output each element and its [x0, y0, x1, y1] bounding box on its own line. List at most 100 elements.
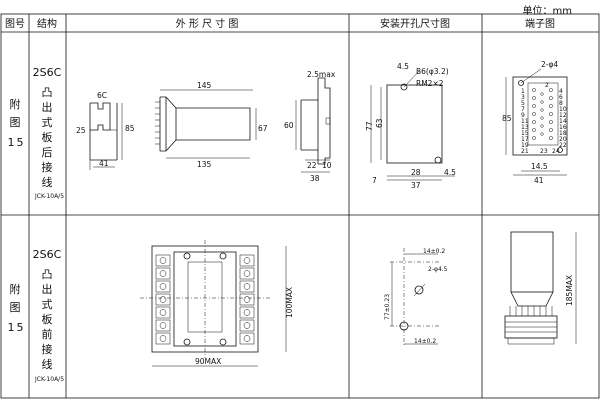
struct-char: 式 [42, 116, 53, 129]
row1-mounting-drawing: 4.5 B6(φ3.2) RM2×2 77 63 7 28 4.5 37 [365, 62, 456, 190]
row2-fig-number: 附 图 1 5 [8, 282, 24, 334]
struct-char: 接 [42, 343, 53, 356]
row2-structure: 2S6C 凸 出 式 板 前 接 线 JCK-10A/5 [33, 248, 65, 383]
struct-char: 接 [42, 161, 53, 174]
dim-10: 10 [322, 161, 332, 170]
dim-2-phi4: 2-φ4 [541, 60, 558, 69]
pin-strip [155, 101, 160, 145]
struct-char: 前 [42, 327, 53, 341]
header-mounting: 安装开孔尺寸图 [380, 17, 450, 30]
dim-41: 41 [99, 159, 109, 168]
struct-char: 线 [42, 357, 53, 371]
struct-char: 后 [42, 146, 53, 159]
header-fig-no: 图号 [5, 18, 25, 30]
dim-77: 77 [365, 121, 374, 131]
fig-char: 附 [10, 282, 21, 296]
terminal-number: 12 [559, 112, 567, 119]
fig-char: 附 [10, 97, 21, 111]
model-note-text: JCK-10A/5 [34, 193, 64, 200]
struct-char: 凸 [42, 268, 53, 281]
terminal-number: 21 [521, 148, 529, 155]
dim-37: 37 [411, 181, 421, 190]
terminal-number: 22 [559, 142, 567, 149]
dim-145: 145 [197, 81, 212, 90]
dim-4-5-top: 4.5 [397, 62, 409, 71]
terminal-number: 13 [521, 124, 529, 131]
terminal-number: 4 [559, 88, 563, 95]
dim-67: 67 [258, 124, 268, 133]
struct-char: 式 [42, 298, 53, 311]
dim-4-5-bottom: 4.5 [444, 168, 456, 177]
terminal-number: 19 [521, 142, 529, 149]
dim-2-phi4-5: 2-φ4.5 [428, 266, 448, 273]
terminal-number: 18 [559, 130, 567, 137]
dim-38: 38 [310, 174, 320, 183]
terminal-number: 15 [521, 130, 529, 137]
terminal-number: 3 [521, 94, 525, 101]
dim-60: 60 [284, 121, 294, 130]
row2-outline-drawing: 100MAX 90MAX [140, 240, 294, 367]
model-note-text: JCK-10A/5 [34, 376, 64, 383]
dim-90max: 90MAX [195, 357, 221, 366]
model-label: 2S6C [33, 66, 62, 79]
terminal-number: 20 [559, 136, 567, 143]
terminal-number: 7 [521, 106, 525, 113]
struct-char: 板 [42, 130, 53, 144]
terminal-number: 1 [521, 88, 525, 95]
row1-fig-number: 附 图 1 5 [8, 97, 24, 149]
dim-41-terminal: 41 [534, 176, 544, 185]
terminal-numbers: 2 1 4 3 6 5 8 7 10 9 12 11 14 13 16 15 1… [521, 82, 567, 155]
header-structure: 结构 [37, 17, 57, 30]
fig-char: 图 [10, 116, 21, 129]
terminal-number: 10 [559, 106, 567, 113]
dim-77-tol: 77±0.23 [384, 294, 391, 320]
dim-2-5max: 2.5max [307, 70, 336, 79]
struct-char: 出 [42, 282, 53, 296]
row1-structure: 2S6C 凸 出 式 板 后 接 线 JCK-10A/5 [33, 66, 65, 200]
fig-char: 5 [17, 321, 24, 334]
dim-22: 22 [307, 161, 317, 170]
terminal-grid [532, 88, 553, 140]
terminal-number: 23 [540, 148, 548, 155]
dim-6c: 6C [97, 91, 107, 100]
dim-7: 7 [372, 176, 377, 185]
terminal-number: 11 [521, 118, 529, 125]
fig-char: 1 [8, 136, 15, 149]
struct-char: 凸 [42, 86, 53, 99]
model-label: 2S6C [33, 248, 62, 261]
fig-char: 图 [10, 301, 21, 314]
row2-terminal-drawing: 185MAX [504, 231, 577, 345]
header-terminal: 端子图 [525, 17, 555, 30]
header-outline: 外 形 尺 寸 图 [176, 17, 239, 30]
terminal-number: 24 [552, 148, 560, 155]
dim-135: 135 [197, 160, 212, 169]
unit-label: 单位：mm [522, 6, 572, 17]
terminal-number: 14 [559, 118, 567, 125]
dim-85: 85 [125, 124, 135, 133]
fig-char: 1 [8, 321, 15, 334]
row1-terminal-drawing: 2-φ4 85 14.5 41 2 1 4 3 6 5 8 7 [502, 60, 568, 185]
terminal-number: 8 [559, 100, 563, 107]
fig-char: 5 [17, 136, 24, 149]
dim-85-terminal: 85 [502, 114, 512, 123]
row1-outline-drawing: 6C 25 85 41 145 67 135 [76, 70, 336, 183]
pin-strip [509, 306, 553, 316]
terminal-number: 9 [521, 112, 525, 119]
table-grid [0, 13, 600, 399]
dim-100max: 100MAX [285, 287, 294, 318]
dim-14-bottom: 14±0.2 [414, 338, 436, 345]
terminal-number: 5 [521, 100, 525, 107]
dim-14-5: 14.5 [531, 162, 548, 171]
dim-hole: B6(φ3.2) [416, 67, 449, 76]
dim-63: 63 [375, 118, 384, 128]
terminal-number: 6 [559, 94, 563, 101]
terminal-pairs [155, 254, 255, 345]
terminal-number: 17 [521, 136, 529, 143]
dim-28: 28 [411, 168, 421, 177]
row2-mounting-drawing: 14±0.2 2-φ4.5 77±0.23 14±0.2 [384, 248, 448, 346]
dim-screw: RM2×2 [416, 79, 444, 88]
terminal-number: 2 [545, 82, 549, 89]
dim-14-top: 14±0.2 [423, 248, 445, 255]
struct-char: 出 [42, 100, 53, 114]
